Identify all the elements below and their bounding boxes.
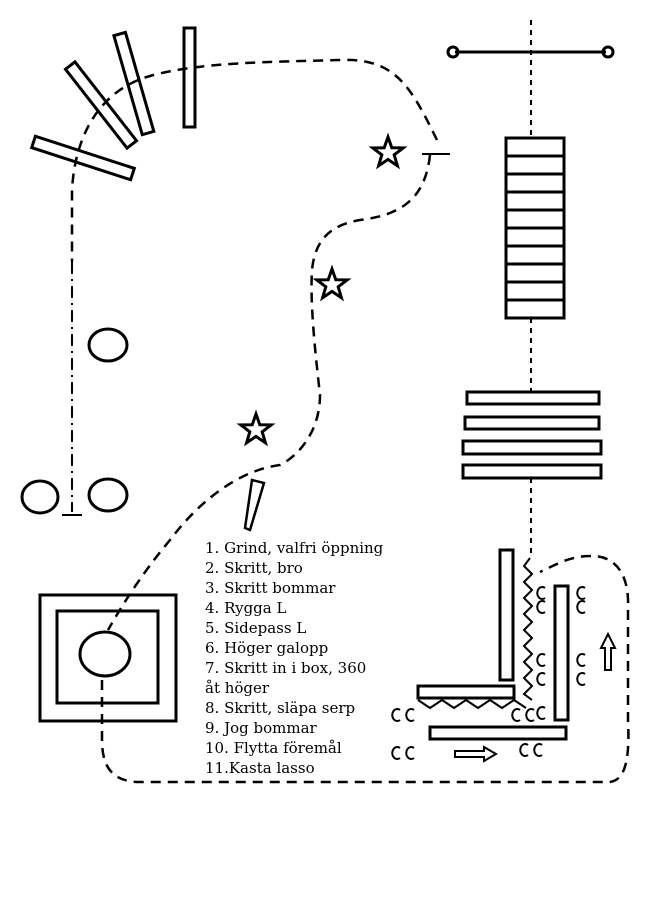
c-markers	[391, 586, 586, 760]
legend-item: 9. Jog bommar	[205, 719, 317, 737]
legend-item: 11.Kasta lasso	[205, 759, 315, 777]
star-marker-1	[368, 132, 408, 170]
fan-poles	[29, 26, 197, 182]
sidepass-zigzag	[417, 557, 534, 710]
bottom-route-path	[100, 554, 630, 784]
legend-item: 4. Rygga L	[205, 599, 287, 617]
legend-item: 6. Höger galopp	[205, 639, 329, 657]
legend-item: åt höger	[205, 679, 270, 697]
course-legend: 1. Grind, valfri öppning 2. Skritt, bro …	[205, 538, 425, 778]
star-marker-3	[236, 409, 276, 447]
legend-item: 3. Skritt bommar	[205, 579, 336, 597]
legend-item: 7. Skritt in i box, 360	[205, 659, 367, 677]
up-arrow-icon	[599, 631, 617, 671]
cone-marker-bottom-right	[87, 477, 129, 513]
legend-item: 5. Sidepass L	[205, 619, 307, 637]
gate-right-ring	[601, 45, 615, 59]
backup-l-obstacle	[416, 548, 570, 741]
cone-marker-bottom-left	[20, 479, 60, 515]
right-arrow-icon	[454, 745, 498, 763]
star-marker-2	[312, 264, 352, 302]
walk-poles	[461, 390, 603, 480]
legend-item: 1. Grind, valfri öppning	[205, 539, 384, 557]
turn-box	[38, 593, 178, 723]
small-angled-pole	[243, 478, 266, 532]
gate-left-ring	[446, 45, 460, 59]
cone-marker-middle	[87, 327, 129, 363]
legend-item: 8. Skritt, släpa serp	[205, 699, 356, 717]
legend-item: 2. Skritt, bro	[205, 559, 303, 577]
bridge-obstacle	[504, 136, 566, 320]
legend-item: 10. Flytta föremål	[205, 739, 342, 757]
course-route-path	[70, 58, 439, 631]
